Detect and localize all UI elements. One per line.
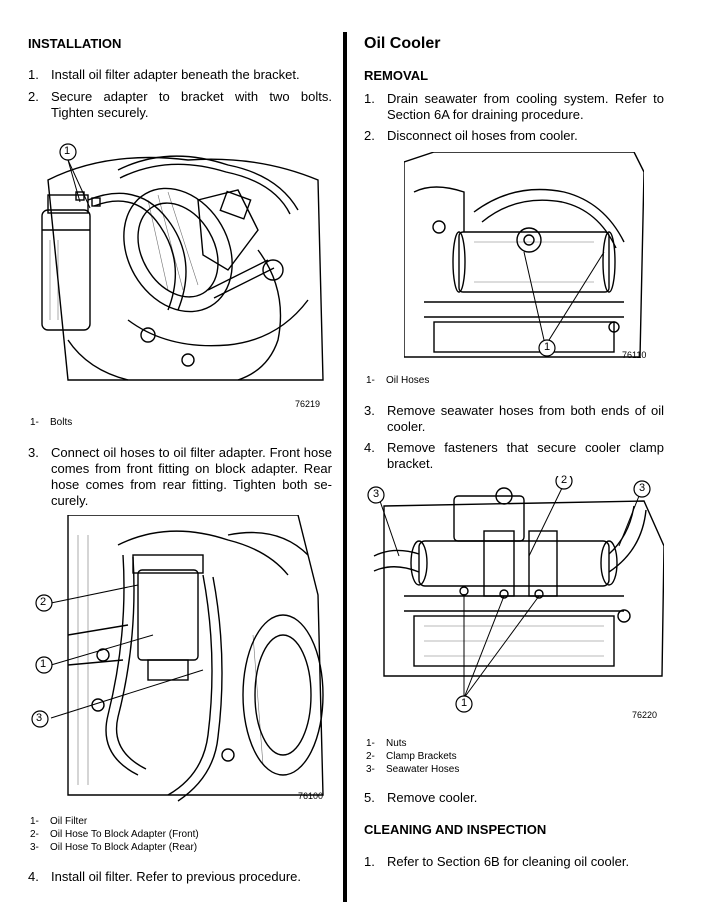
callout-label: 1 bbox=[461, 697, 468, 709]
engine-illustration-1 bbox=[41, 143, 324, 381]
cleaning-heading: CLEANING AND INSPECTION bbox=[364, 822, 547, 837]
install-step-3: 3. Connect oil hoses to oil filter adapt… bbox=[28, 445, 332, 509]
step-text: Install oil filter adapter beneath the b… bbox=[51, 67, 300, 82]
removal-heading: REMOVAL bbox=[364, 68, 429, 83]
step-number: 2. bbox=[364, 128, 375, 143]
step-text: Install oil filter. Refer to previous pr… bbox=[51, 869, 302, 884]
legend-item: 1-Oil Filter bbox=[30, 816, 88, 827]
step-text: Remove seawater hoses from both ends of … bbox=[387, 403, 664, 434]
legend-item: 3-Seawater Hoses bbox=[366, 764, 460, 775]
figure-number: 76100 bbox=[298, 791, 324, 801]
callout-label: 3 bbox=[36, 712, 43, 724]
figure-number: 76220 bbox=[632, 710, 658, 720]
removal-step-2: 2. Disconnect oil hoses from cooler. bbox=[364, 128, 664, 144]
removal-step-5: 5. Remove cooler. bbox=[364, 790, 664, 806]
callout-label: 3 bbox=[639, 482, 646, 494]
step-text: Disconnect oil hoses from cooler. bbox=[387, 128, 578, 143]
step-number: 4. bbox=[28, 869, 39, 884]
step-number: 1. bbox=[28, 67, 39, 82]
step-number: 1. bbox=[364, 91, 375, 106]
legend-figure-4: 1-Nuts 2-Clamp Brackets 3-Seawater Hoses bbox=[366, 737, 459, 776]
legend-item: 1-Oil Hoses bbox=[366, 375, 430, 386]
removal-step-1: 1. Drain seawater from cooling system. R… bbox=[364, 91, 664, 123]
figure-cooler-clamp-brackets: 3 2 3 1 bbox=[364, 474, 664, 718]
legend-figure-2: 1-Oil Filter 2-Oil Hose To Block Adapter… bbox=[30, 815, 199, 854]
step-text: Secure adapter to bracket with two bolts… bbox=[51, 89, 332, 120]
step-number: 3. bbox=[364, 403, 375, 418]
engine-illustration-2 bbox=[31, 515, 324, 802]
step-number: 2. bbox=[28, 89, 39, 104]
callout-label: 1 bbox=[544, 341, 551, 353]
figure-number: 76110 bbox=[622, 350, 647, 360]
step-text: Drain seawater from cooling system. Refe… bbox=[387, 91, 664, 122]
cleaning-step-1: 1. Refer to Section 6B for cleaning oil … bbox=[364, 854, 664, 870]
step-text: Refer to Section 6B for cleaning oil coo… bbox=[387, 854, 630, 869]
engine-illustration-4 bbox=[367, 476, 664, 713]
step-number: 4. bbox=[364, 440, 375, 455]
figure-oil-filter-adapter-bolts: 1 bbox=[28, 140, 328, 390]
legend-item: 3-Oil Hose To Block Adapter (Rear) bbox=[30, 842, 198, 853]
installation-heading: INSTALLATION bbox=[28, 36, 122, 51]
removal-step-3: 3. Remove seawater hoses from both ends … bbox=[364, 403, 664, 435]
callout-label: 2 bbox=[40, 596, 47, 608]
engine-illustration-3 bbox=[404, 152, 644, 358]
step-number: 3. bbox=[28, 445, 39, 460]
legend-item: 1-Bolts bbox=[30, 417, 73, 428]
figure-oil-filter-hoses: 2 1 3 bbox=[28, 515, 328, 805]
step-number: 5. bbox=[364, 790, 375, 805]
install-step-4: 4. Install oil filter. Refer to previous… bbox=[28, 869, 332, 885]
callout-label: 1 bbox=[64, 145, 71, 157]
step-number: 1. bbox=[364, 854, 375, 869]
step-text: Connect oil hoses to oil filter adapter.… bbox=[51, 445, 332, 508]
legend-item: 2-Oil Hose To Block Adapter (Front) bbox=[30, 829, 199, 840]
removal-step-4: 4. Remove fasteners that secure cooler c… bbox=[364, 440, 664, 472]
callout-label: 3 bbox=[373, 488, 380, 500]
column-divider bbox=[343, 32, 347, 902]
step-text: Remove fasteners that secure cooler clam… bbox=[387, 440, 664, 471]
legend-figure-3: 1-Oil Hoses bbox=[366, 374, 429, 387]
callout-label: 2 bbox=[561, 474, 568, 486]
step-text: Remove cooler. bbox=[387, 790, 478, 805]
figure-oil-cooler-hoses: 1 bbox=[404, 152, 644, 364]
callout-label: 1 bbox=[40, 658, 47, 670]
legend-figure-1: 1-Bolts bbox=[30, 416, 72, 429]
page-title: Oil Cooler bbox=[364, 35, 441, 52]
figure-number: 76219 bbox=[295, 399, 321, 409]
install-step-2: 2. Secure adapter to bracket with two bo… bbox=[28, 89, 332, 121]
install-step-1: 1. Install oil filter adapter beneath th… bbox=[28, 67, 332, 83]
legend-item: 2-Clamp Brackets bbox=[366, 751, 457, 762]
legend-item: 1-Nuts bbox=[366, 738, 407, 749]
